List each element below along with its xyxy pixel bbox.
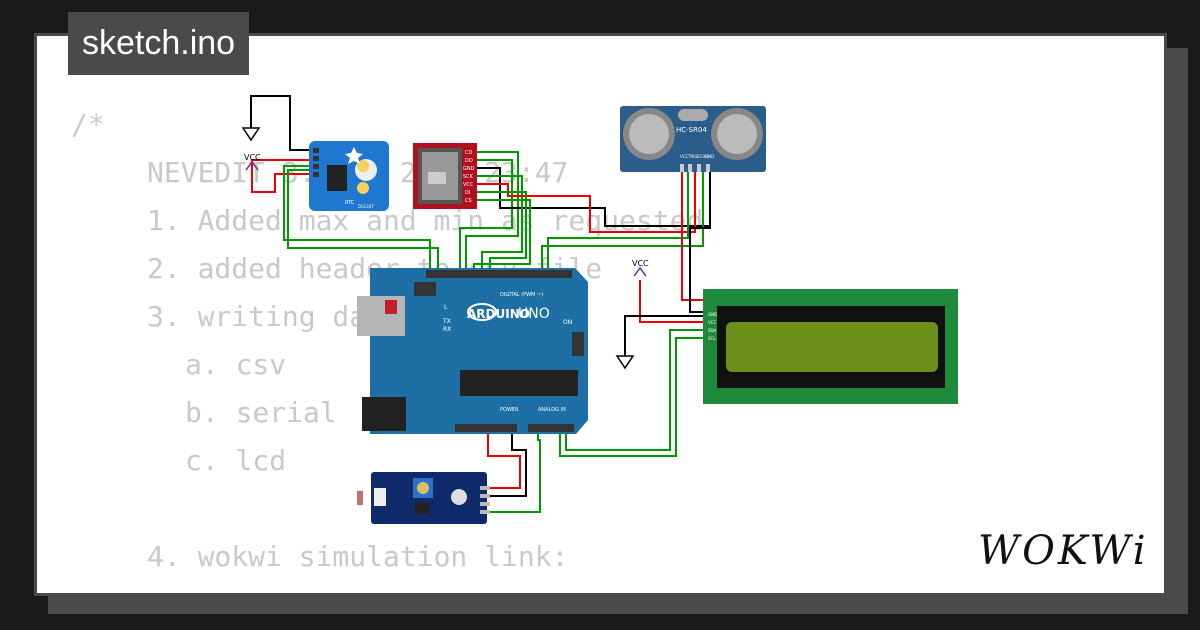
svg-text:CD: CD [465,150,472,156]
digital-header-label: DIGITAL (PWM ~) [500,292,543,298]
ground-symbol [241,127,261,142]
svg-text:VCC: VCC [244,153,261,162]
svg-text:CS: CS [465,198,472,204]
svg-text:DI: DI [465,190,470,196]
arduino-brand-label: ARDUINO [467,307,530,321]
vcc-symbol: VCC [244,153,261,171]
svg-text:VCC: VCC [463,182,474,188]
lcd-display[interactable]: GND VCC SDA SCL [703,289,958,404]
svg-text:SCK: SCK [463,174,474,180]
svg-text:ECHO: ECHO [697,154,708,159]
ultrasonic-label: HC-SR04 [676,126,707,134]
power-header-label: POWER [500,407,519,413]
ldr-sensor-module[interactable] [357,472,490,524]
svg-text:DO: DO [465,158,473,164]
svg-text:SCL: SCL [708,336,716,341]
arduino-uno-board[interactable]: ARDUINO UNO DIGITAL (PWM ~) POWER ANALOG… [357,268,588,434]
on-led-label: ON [563,319,572,326]
svg-text:SDA: SDA [708,328,717,333]
rx-led-label: RX [443,326,451,333]
file-tab[interactable]: sketch.ino [68,12,250,75]
code-line: 4. wokwi simulation link: [147,540,569,573]
code-line: c. lcd [185,444,287,477]
vcc-symbol: VCC [632,259,649,277]
svg-text:GND: GND [708,312,717,317]
svg-text:GND: GND [705,154,714,159]
code-line: a. csv [185,348,287,381]
svg-text:GND: GND [463,166,475,172]
code-line: b. serial [185,396,337,429]
wokwi-logo: WOKWi [978,528,1149,574]
rtc-module[interactable]: RTC DS1307 [309,141,389,211]
ultrasonic-sensor[interactable]: HC-SR04 VCC TRIG ECHO GND [620,106,766,172]
svg-text:TRIG: TRIG [687,154,698,159]
l-led-label: L [444,304,448,311]
arduino-model-label: UNO [518,306,550,322]
wires [250,95,711,513]
rtc-label: RTC [345,200,355,206]
rtc-chip: DS1307 [358,204,374,209]
svg-text:VCC: VCC [680,154,689,159]
sd-card-module[interactable]: CD DO GND SCK VCC DI CS [413,143,477,209]
svg-text:VCC: VCC [632,259,649,268]
ground-symbol [615,355,635,370]
code-line: /* [71,108,105,141]
svg-text:VCC: VCC [708,320,717,325]
analog-header-label: ANALOG IN [538,407,566,413]
preview-panel: /* NEVEDIT 3. Dec 2023 23:47 1. Added ma… [34,33,1167,596]
tx-led-label: TX [442,318,451,325]
